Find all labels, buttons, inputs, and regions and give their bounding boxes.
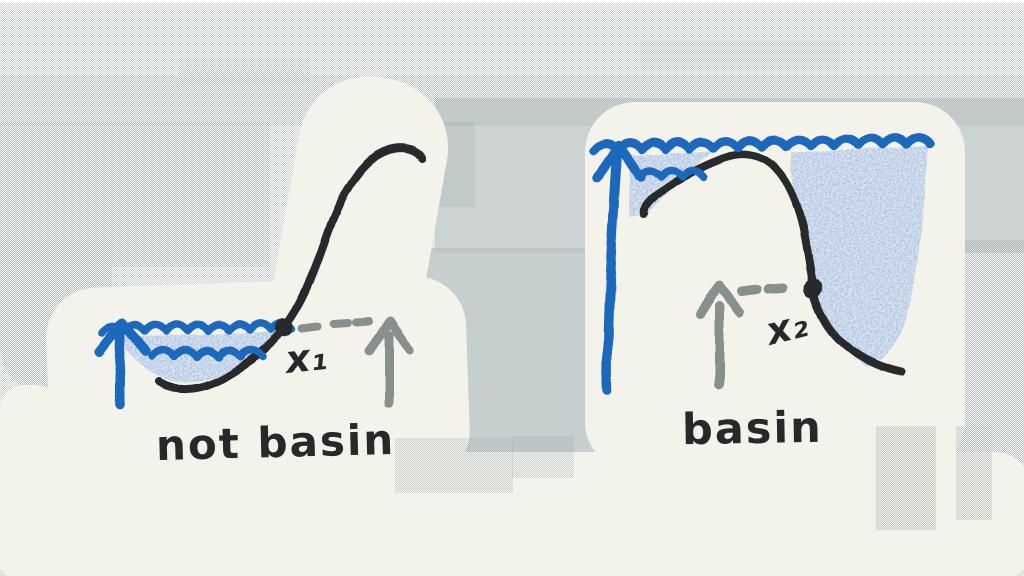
- ghost-shape: [512, 436, 574, 478]
- right-caption: basin: [681, 402, 824, 456]
- right-point-marker: [804, 280, 822, 298]
- ghost-shape: [876, 426, 936, 530]
- left-reference-dashed-line: [298, 318, 372, 332]
- right-water-level-arrowhead: [593, 141, 645, 184]
- right-point-label: x₂: [760, 301, 813, 354]
- left-point-label: x₁: [281, 334, 329, 382]
- left-valley-curve: [154, 144, 426, 393]
- left-water-level-arrowhead: [94, 319, 151, 358]
- ghost-shape: [395, 438, 513, 493]
- right-reference-level-arrowhead: [695, 281, 744, 319]
- left-caption: not basin: [155, 414, 396, 471]
- right-water-surface-wave-2: [634, 166, 708, 181]
- right-sketch: [589, 133, 935, 396]
- ghost-shape: [640, 40, 840, 70]
- left-reference-level-arrowhead: [363, 316, 414, 357]
- ghost-shape: [956, 426, 992, 520]
- left-water-surface-wave: [99, 318, 296, 337]
- right-water-surface-wave: [589, 133, 935, 156]
- right-hill-curve: [640, 150, 905, 375]
- ghost-shape: [180, 58, 310, 84]
- left-water-level-arrow: [114, 326, 126, 409]
- paper-patch: [0, 385, 60, 525]
- left-point-marker: [275, 318, 293, 336]
- left-water-surface-wave-2: [148, 345, 266, 360]
- top-white-strip: [0, 0, 1024, 3]
- right-water-level-arrow: [602, 153, 622, 396]
- left-sketch: [94, 144, 426, 409]
- right-reference-dashed-line: [736, 283, 788, 297]
